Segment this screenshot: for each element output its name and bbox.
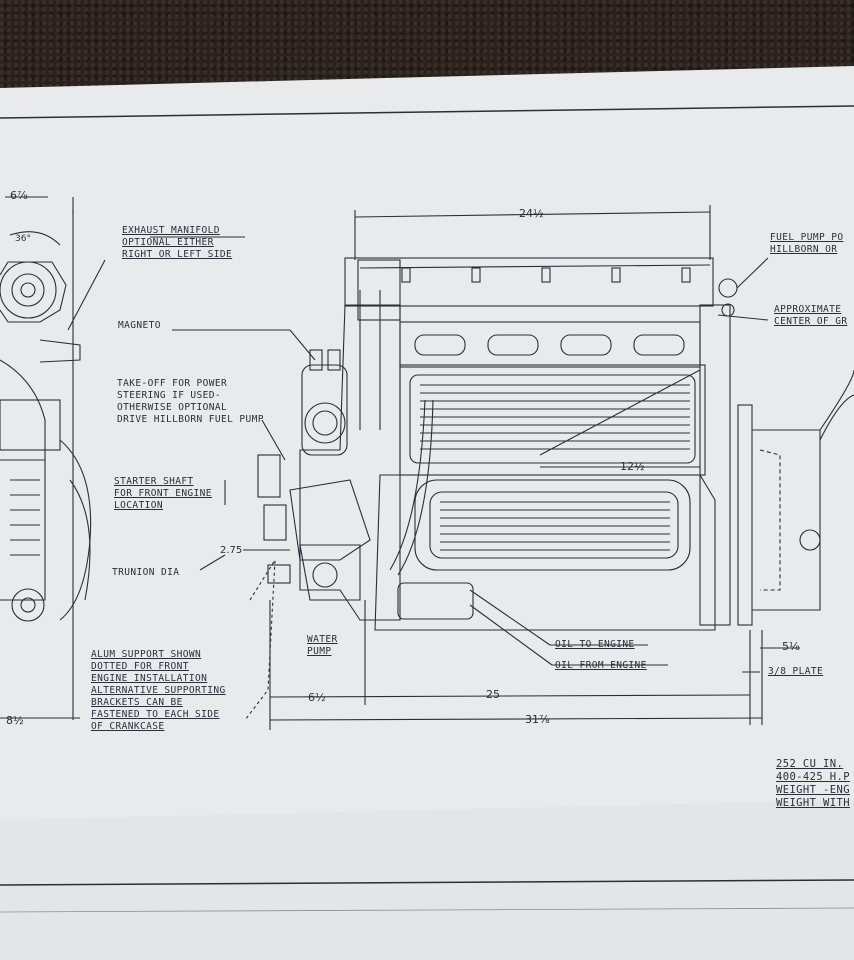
dim-8-1-2: 8½	[6, 714, 24, 727]
dim-24-1-2: 24½	[519, 207, 544, 220]
label-plate: 3/8 PLATE	[768, 666, 824, 677]
label-oil-to-engine: OIL TO ENGINE	[555, 639, 635, 650]
dim-6-7-8: 6⅞	[10, 189, 28, 202]
border-top	[0, 105, 854, 119]
dim-31-7-8: 31⅞	[525, 713, 550, 726]
dim-6-1-2: 6½	[308, 691, 326, 704]
label-water-pump: WATER PUMP	[307, 634, 338, 657]
paper-shadow	[0, 800, 854, 960]
label-oil-from-engine: OIL FROM ENGINE	[555, 660, 647, 671]
dim-36-degrees: 36°	[15, 234, 31, 244]
label-starter-shaft: STARTER SHAFT FOR FRONT ENGINE LOCATION	[114, 476, 212, 511]
dim-5-8: 5⅛	[782, 640, 800, 653]
dim-2-75: 2.75	[220, 545, 243, 556]
label-take-off: TAKE-OFF FOR POWER STEERING IF USED- OTH…	[117, 378, 264, 425]
engine-side-view	[67, 205, 854, 730]
border-bottom-faint	[0, 907, 854, 913]
label-specs: 252 CU IN. 400-425 H.P WEIGHT -ENG WEIGH…	[776, 758, 850, 809]
dim-25: 25	[486, 688, 500, 701]
border-bottom	[0, 879, 854, 886]
label-exhaust-manifold: EXHAUST MANIFOLD OPTIONAL EITHER RIGHT O…	[122, 225, 233, 260]
dim-12-1-2: 12½	[620, 460, 645, 473]
label-approx-center: APPROXIMATE CENTER OF GR	[774, 304, 848, 327]
front-end-view	[0, 196, 92, 720]
label-trunion-dia: TRUNION DIA	[112, 567, 180, 578]
label-magneto: MAGNETO	[118, 320, 161, 331]
label-fuel-pump: FUEL PUMP PO HILLBORN OR	[770, 232, 844, 255]
paper-sheet	[0, 66, 854, 960]
label-alum-support: ALUM SUPPORT SHOWN DOTTED FOR FRONT ENGI…	[91, 649, 226, 732]
